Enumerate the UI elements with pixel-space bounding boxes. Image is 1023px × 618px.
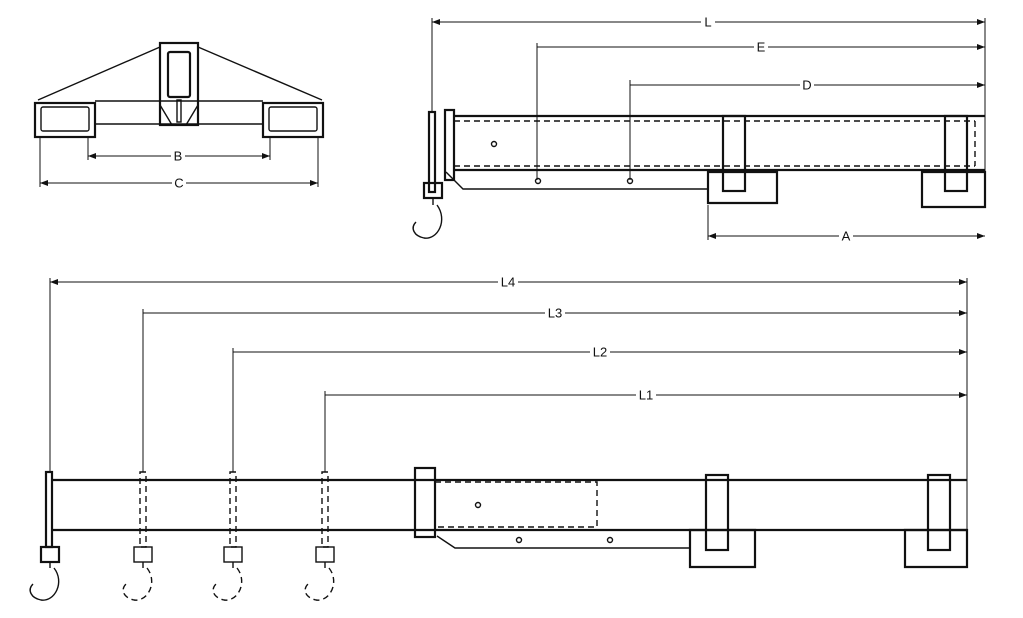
pin-hole (534, 177, 542, 185)
pin-hole (626, 177, 634, 185)
cross-beam (95, 100, 263, 125)
label-b: B (174, 148, 183, 163)
alt-hook-1 (122, 471, 153, 601)
hook-plate (427, 110, 437, 194)
label-a: A (842, 228, 851, 243)
label-e: E (757, 39, 766, 54)
pin-hole (490, 140, 498, 148)
fork-pocket-rear (943, 114, 969, 193)
inner-boom (435, 481, 598, 528)
alt-hook-2 (212, 471, 243, 601)
hook-block (422, 181, 444, 200)
label-d: D (802, 77, 811, 92)
extended-boom (53, 478, 967, 532)
fork-pocket-front (704, 473, 730, 552)
pin-hole (606, 536, 614, 544)
right-fork-pocket (261, 101, 325, 139)
side-view: L E D A (412, 14, 987, 244)
center-mount (158, 41, 200, 127)
fork-rear (903, 528, 969, 569)
front-view: B C (33, 41, 325, 191)
fork-pocket-rear (926, 473, 952, 552)
label-l1: L1 (639, 387, 653, 402)
sling-lines (37, 46, 323, 101)
pin-hole (474, 501, 482, 509)
fork-pocket-front (721, 114, 747, 193)
hook-icon (29, 562, 60, 601)
pin-hole (515, 536, 523, 544)
alternate-hook-positions (122, 471, 335, 601)
boom-collar (443, 108, 456, 182)
boom-brace (436, 535, 690, 549)
label-c: C (174, 175, 183, 190)
mount-window (166, 50, 192, 99)
boom-brace (445, 171, 708, 190)
fork-rear (920, 170, 987, 209)
hook-block (39, 545, 61, 564)
alt-hook-3 (304, 471, 335, 601)
label-l4: L4 (501, 274, 515, 289)
label-l3: L3 (548, 305, 562, 320)
fork-front (688, 528, 757, 569)
label-l2: L2 (593, 344, 607, 359)
boom (454, 114, 985, 172)
hook-plate (44, 470, 54, 549)
extended-view: L4 L3 L2 L1 (29, 274, 969, 601)
boom-collar (413, 466, 437, 539)
left-fork-pocket (33, 101, 97, 139)
hook-icon (412, 198, 443, 239)
fork-front (706, 170, 779, 205)
label-l: L (704, 14, 711, 29)
